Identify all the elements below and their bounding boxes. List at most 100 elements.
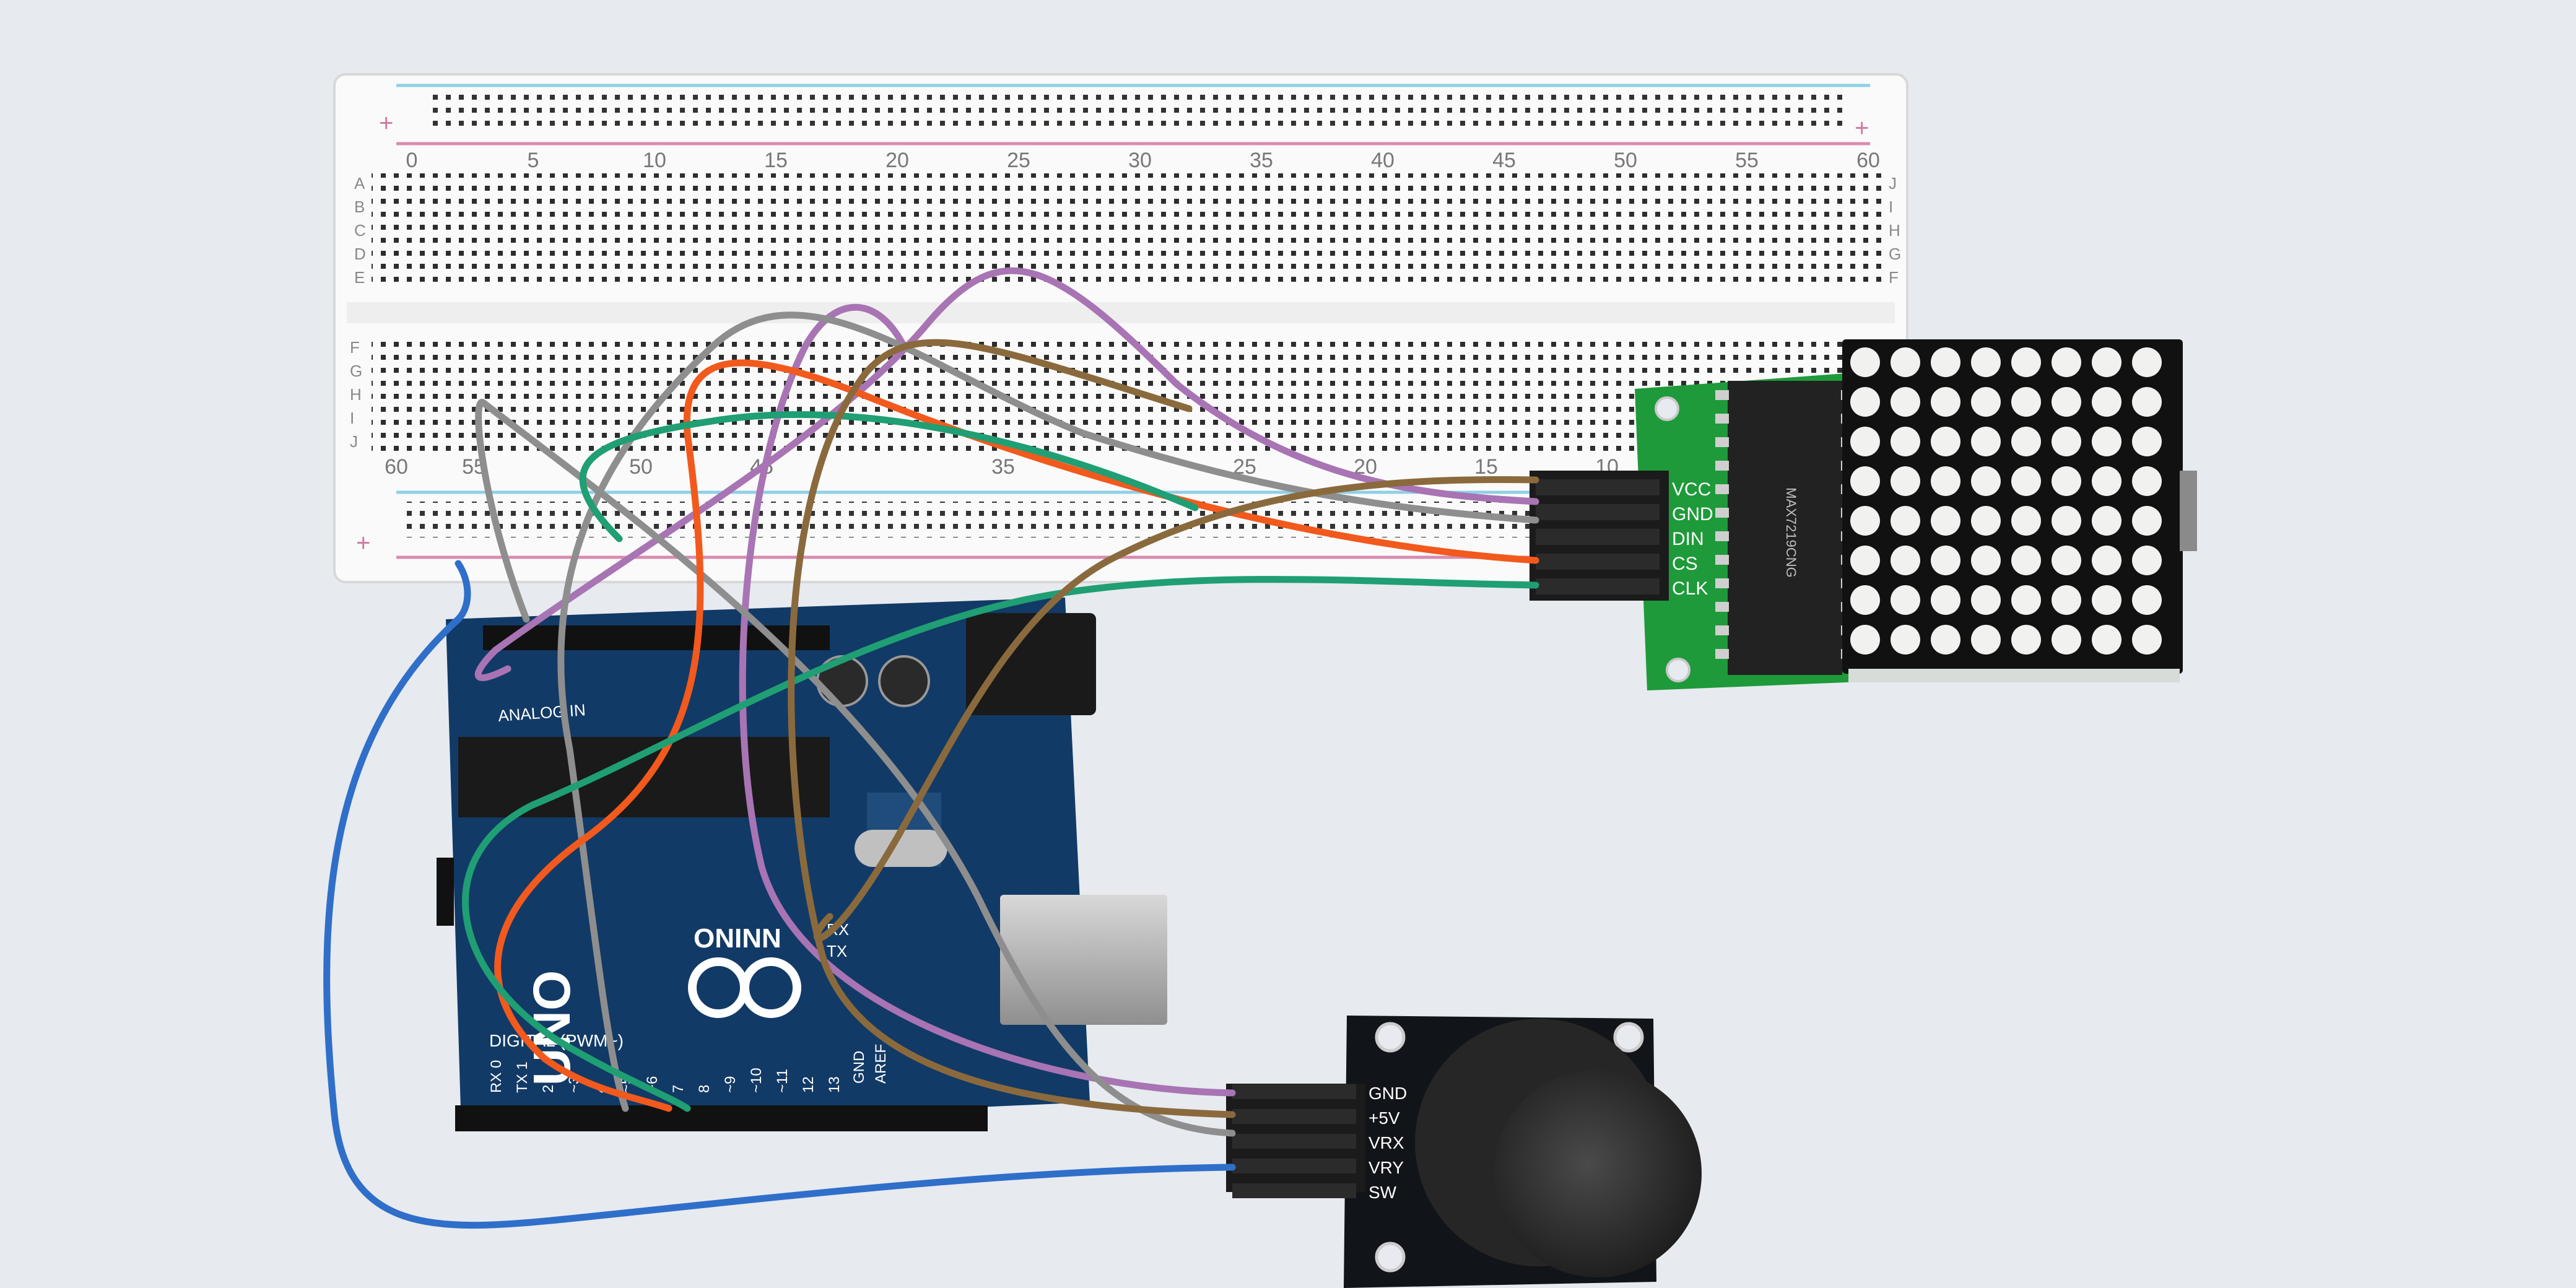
chip-leg <box>1715 531 1729 541</box>
chip-leg <box>1715 484 1729 494</box>
wire-purple <box>474 267 1539 681</box>
rail-plus-left: + <box>379 110 393 137</box>
joystick-pin <box>1232 1084 1356 1099</box>
led-matrix <box>1842 339 2183 674</box>
row-letter-left-bottom: G <box>350 362 362 380</box>
joystick-pin-label: VRY <box>1368 1158 1404 1177</box>
matrix-pin-label: CS <box>1672 554 1698 574</box>
rail-plus-right: + <box>1855 115 1869 142</box>
bottom-column-number: 35 <box>991 455 1015 479</box>
chip-leg <box>1715 508 1729 518</box>
led-dot <box>2052 506 2081 536</box>
top-column-number: 25 <box>1007 149 1030 172</box>
led-dot <box>2011 427 2041 456</box>
rail-plus-bottom-left: + <box>356 529 370 557</box>
arduino-infinity-logo <box>688 957 801 1018</box>
top-column-number: 35 <box>1250 149 1273 172</box>
led-dot <box>2132 585 2162 615</box>
wire-gray-joystick <box>475 399 1236 1137</box>
led-dot <box>2052 347 2081 377</box>
led-dot <box>2011 506 2041 536</box>
top-column-number: 45 <box>1492 149 1516 172</box>
max7219-chip <box>1728 381 1842 675</box>
arduino-pin-label: RX 0 <box>488 1060 505 1093</box>
led-dot <box>2011 546 2041 575</box>
led-dot <box>2052 625 2081 655</box>
led-dot <box>1891 427 1920 456</box>
bottom-column-number: 15 <box>1474 455 1498 479</box>
jumper-wires <box>323 267 1539 1229</box>
top-column-number: 5 <box>528 149 539 172</box>
led-dot <box>1891 506 1920 536</box>
chip-leg <box>1715 649 1729 659</box>
led-matrix-side <box>1848 669 2180 682</box>
led-dot <box>2092 625 2121 655</box>
arduino-pin-label: TX 1 <box>514 1061 531 1093</box>
row-letter-left-top: E <box>354 268 365 287</box>
arduino-left-header <box>437 858 454 926</box>
top-column-number: 55 <box>1735 149 1759 172</box>
led-dot <box>2092 585 2121 615</box>
arduino-pin-label: 8 <box>696 1085 713 1093</box>
led-dot <box>1850 387 1880 417</box>
chip-leg <box>1715 578 1729 588</box>
led-dot <box>1931 585 1960 615</box>
led-dot <box>2011 625 2041 655</box>
led-dot <box>2052 427 2081 456</box>
row-letter-left-top: B <box>354 198 365 216</box>
breadboard-center-channel <box>347 302 1895 323</box>
top-column-number: 50 <box>1614 149 1637 172</box>
joystick-pin <box>1232 1134 1356 1149</box>
row-letter-left-top: A <box>354 174 365 193</box>
led-dot <box>1971 585 2001 615</box>
top-column-number: 10 <box>643 149 666 172</box>
led-dot <box>2011 466 2041 496</box>
top-power-rail-holes <box>427 93 1845 129</box>
chip-leg <box>1715 390 1729 400</box>
capacitor-2 <box>878 655 930 707</box>
led-dot <box>1891 546 1920 575</box>
joystick-pin <box>1232 1183 1356 1198</box>
arduino-pin-label: ~11 <box>774 1069 791 1093</box>
led-dot <box>1850 506 1880 536</box>
led-dot <box>1971 506 2001 536</box>
row-letter-left-bottom: J <box>350 432 358 451</box>
wire-green-top <box>579 411 1199 542</box>
led-dot <box>1931 546 1960 575</box>
joystick-knob <box>1494 1069 1702 1277</box>
led-dot <box>2132 625 2162 655</box>
joystick-pin-label: +5V <box>1368 1108 1400 1128</box>
arduino-tx-label: TX <box>827 942 847 960</box>
led-dots <box>1850 347 2162 655</box>
row-letter-left-bottom: H <box>350 385 362 404</box>
crystal <box>855 830 947 867</box>
led-dot <box>1971 387 2001 417</box>
joystick-mount-hole-tr <box>1613 1022 1644 1053</box>
wire-brown-joystick <box>788 339 1236 1118</box>
lower-terminal-holes <box>372 337 1882 455</box>
wire-orange <box>494 359 1539 1112</box>
row-letter-right-top: G <box>1889 245 1901 263</box>
row-letter-right-top: F <box>1889 268 1899 287</box>
led-dot <box>1971 625 2001 655</box>
led-dot <box>2132 427 2162 456</box>
led-dot <box>1931 625 1960 655</box>
matrix-pin-label: CLK <box>1672 578 1708 599</box>
led-dot <box>1850 625 1880 655</box>
arduino-aref-label: AREF <box>872 1044 889 1084</box>
chip-leg <box>1715 625 1729 635</box>
led-dot <box>1931 466 1960 496</box>
top-column-number: 40 <box>1371 149 1395 172</box>
led-dot <box>1850 466 1880 496</box>
chip-leg <box>1715 602 1729 612</box>
matrix-pin-label: GND <box>1672 504 1713 524</box>
arduino-pin-label: ~10 <box>748 1068 765 1093</box>
matrix-mount-hole-bottom <box>1666 658 1690 682</box>
arduino-pin-label: 12 <box>800 1076 817 1093</box>
led-dot <box>1971 546 2001 575</box>
matrix-pin-label: DIN <box>1672 529 1704 549</box>
led-dot <box>2011 347 2041 377</box>
arduino-pcb <box>446 598 1090 1130</box>
